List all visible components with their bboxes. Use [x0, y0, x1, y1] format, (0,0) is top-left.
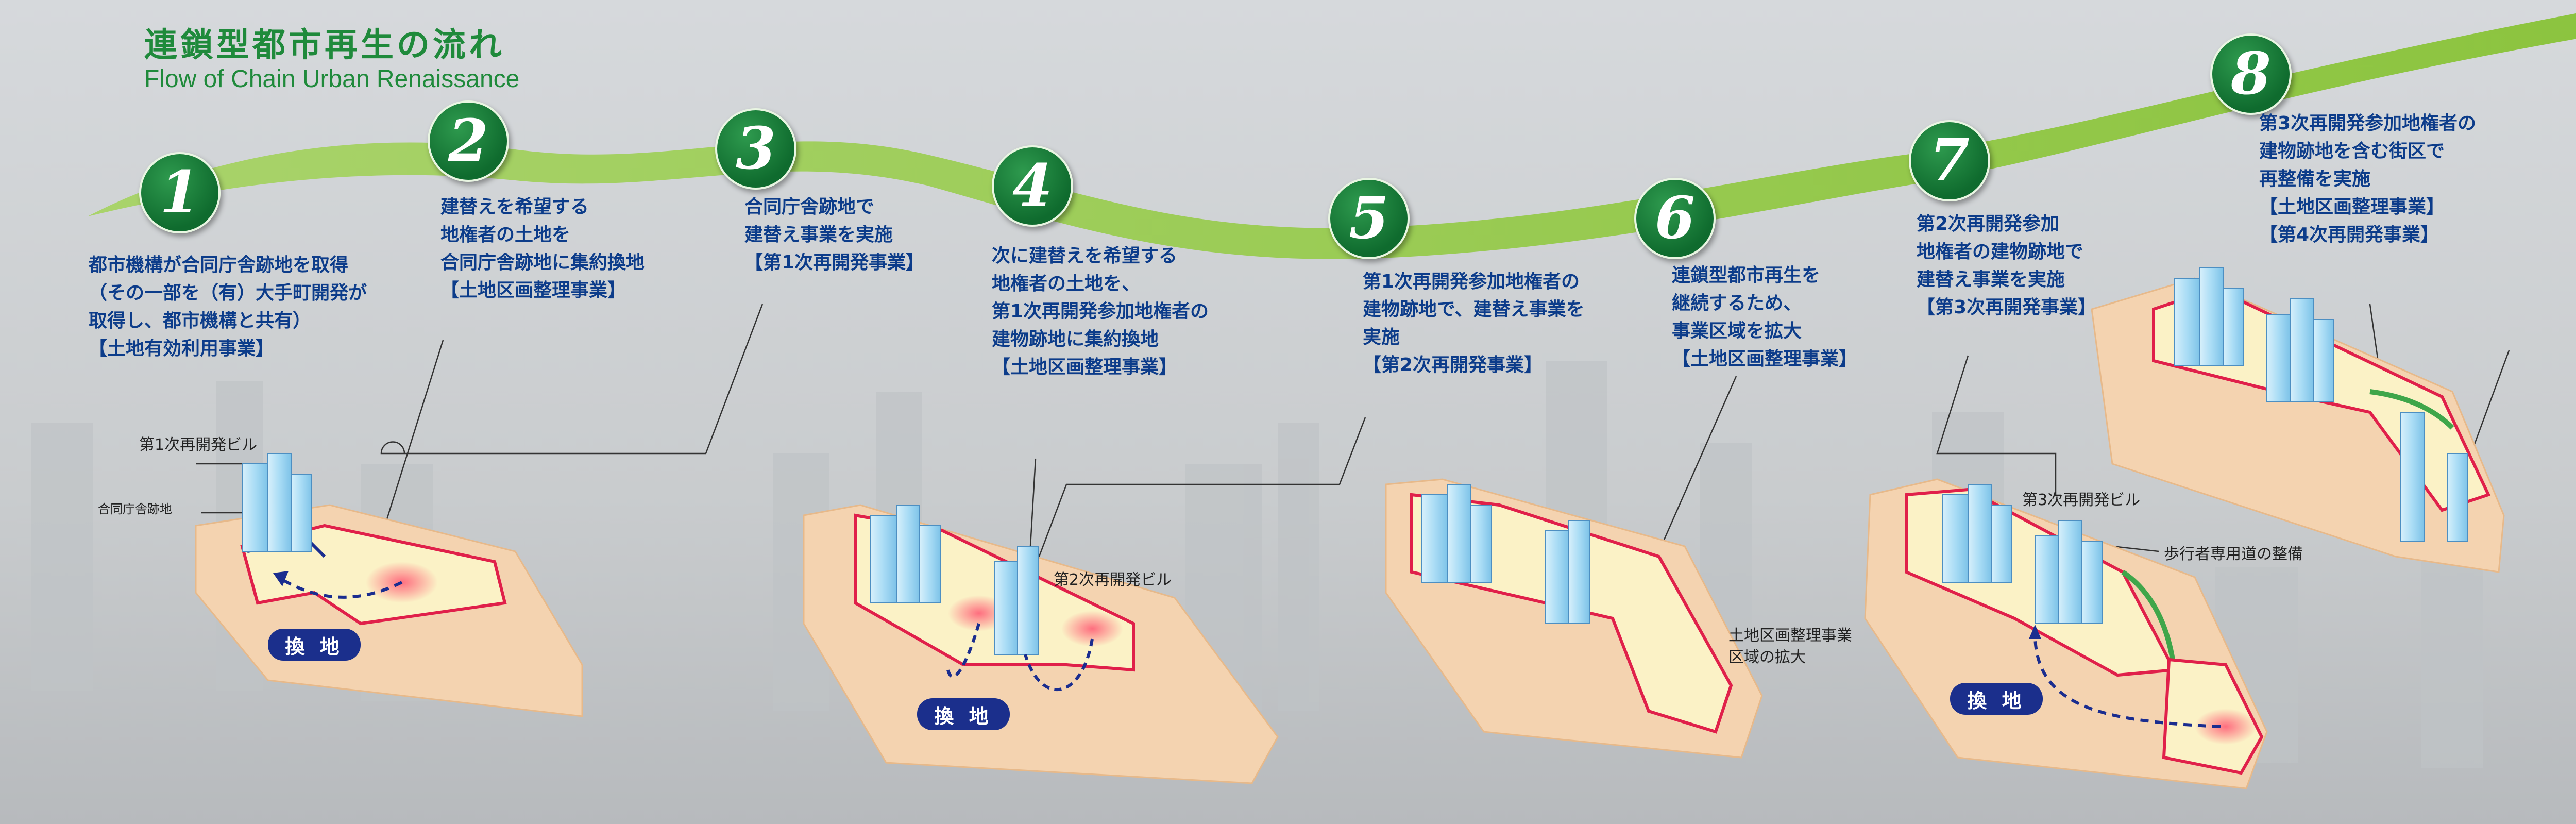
page-title: 連鎖型都市再生の流れ: [144, 26, 505, 64]
step-8-circle: 8: [2210, 33, 2292, 115]
step-3-description: 合同庁舎跡地で 建替え事業を実施 【第1次再開発事業】: [744, 193, 924, 277]
step-2-circle: 2: [428, 100, 509, 182]
step-8-number: 8: [2231, 40, 2271, 108]
step-4-line: 第1次再開発参加地権者の: [992, 301, 1209, 322]
page-subtitle: Flow of Chain Urban Renaissance: [144, 65, 520, 93]
scene-8-tower-3: [2400, 412, 2468, 542]
step-3-line: 建替え事業を実施: [744, 224, 893, 245]
scene-7-tower-1: [1942, 484, 2012, 583]
step-2-number: 2: [448, 107, 488, 175]
scene-5-tower-2: [1545, 520, 1590, 624]
step-7-description: 第2次再開発参加 地権者の建物跡地で 建替え事業を実施 【第3次再開発事業】: [1917, 210, 2096, 322]
step-6-line: 【土地区画整理事業】: [1672, 348, 1858, 369]
land-replotting-badge-3: 換 地: [1950, 683, 2043, 715]
step-4-description: 次に建替えを希望する 地権者の土地を、 第1次再開発参加地権者の 建物跡地に集約…: [992, 242, 1209, 381]
step-1-line: 都市機構が合同庁舎跡地を取得: [89, 255, 349, 276]
step-4-line: 【土地区画整理事業】: [992, 357, 1178, 378]
step-5-number: 5: [1349, 184, 1389, 252]
step-5-line: 第1次再開発参加地権者の: [1363, 271, 1580, 292]
step-4-line: 地権者の土地を、: [992, 273, 1141, 294]
step-8-line: 第3次再開発参加地権者の: [2259, 113, 2477, 134]
step-1-circle: 1: [139, 152, 221, 233]
step-7-line: 【第3次再開発事業】: [1917, 297, 2097, 318]
label-area-expansion-1: 土地区画整理事業: [1728, 627, 1852, 645]
step-7-circle: 7: [1909, 120, 1990, 201]
step-6-description: 連鎖型都市再生を 継続するため、 事業区域を拡大 【土地区画整理事業】: [1672, 262, 1857, 373]
scene-1-tower: [242, 453, 312, 552]
step-3-line: 合同庁舎跡地で: [744, 196, 875, 217]
step-5-line: 【第2次再開発事業】: [1363, 355, 1543, 376]
step-3-line: 【第1次再開発事業】: [744, 252, 925, 273]
land-replotting-badge-2: 換 地: [917, 698, 1010, 730]
step-4-line: 次に建替えを希望する: [992, 245, 1178, 266]
scene-8-tower-1: [2174, 267, 2244, 366]
step-5-line: 実施: [1363, 327, 1400, 348]
step-3-circle: 3: [715, 108, 796, 190]
land-replotting-badge-1: 換 地: [268, 629, 361, 661]
step-6-circle: 6: [1634, 178, 1716, 259]
step-1-line: （その一部を（有）大手町開発が: [89, 282, 367, 304]
step-2-description: 建替えを希望する 地権者の土地を 合同庁舎跡地に集約換地 【土地区画整理事業】: [440, 193, 645, 305]
label-pedestrian-walkway: 歩行者専用道の整備: [2164, 545, 2303, 563]
label-third-redevelopment-building: 第3次再開発ビル: [2022, 491, 2141, 509]
step-1-number: 1: [160, 159, 200, 226]
label-second-redevelopment-building: 第2次再開発ビル: [1054, 571, 1172, 589]
step-1-line: 取得し、都市機構と共有）: [89, 310, 312, 331]
scene-4-tower-1: [870, 505, 941, 603]
step-6-line: 事業区域を拡大: [1672, 321, 1802, 342]
step-4-circle: 4: [992, 145, 1073, 227]
scene-8-tower-2: [2266, 298, 2334, 402]
step-8-description: 第3次再開発参加地権者の 建物跡地を含む街区で 再整備を実施 【土地区画整理事業…: [2259, 110, 2476, 249]
step-3-number: 3: [736, 115, 776, 182]
scene-5: [1385, 478, 1763, 759]
step-7-line: 第2次再開発参加: [1917, 213, 2060, 234]
step-6-number: 6: [1655, 184, 1695, 252]
step-4-line: 建物跡地に集約換地: [992, 329, 1159, 350]
step-2-line: 【土地区画整理事業】: [440, 280, 626, 301]
step-2-line: 地権者の土地を: [440, 224, 571, 245]
scene-7-tower-2: [2035, 520, 2103, 624]
step-7-line: 地権者の建物跡地で: [1917, 241, 2084, 262]
step-2-line: 合同庁舎跡地に集約換地: [440, 252, 645, 273]
label-first-redevelopment-building: 第1次再開発ビル: [139, 436, 258, 454]
scene-4-tower-2: [994, 546, 1039, 655]
step-2-line: 建替えを希望する: [440, 196, 589, 217]
step-1-description: 都市機構が合同庁舎跡地を取得 （その一部を（有）大手町開発が 取得し、都市機構と…: [89, 251, 367, 363]
step-6-line: 継続するため、: [1672, 293, 1802, 314]
scene-1: [195, 453, 583, 717]
step-8-line: 建物跡地を含む街区で: [2259, 141, 2445, 162]
label-government-building-site: 合同庁舎跡地: [98, 502, 172, 516]
step-5-description: 第1次再開発参加地権者の 建物跡地で、建替え事業を 実施 【第2次再開発事業】: [1363, 268, 1585, 379]
flow-wave: [88, 13, 2576, 259]
step-6-line: 連鎖型都市再生を: [1672, 265, 1821, 286]
step-4-number: 4: [1012, 152, 1053, 220]
step-5-line: 建物跡地で、建替え事業を: [1363, 299, 1585, 320]
step-5-circle: 5: [1328, 178, 1410, 259]
step-1-line: 【土地有効利用事業】: [89, 338, 275, 359]
step-8-line: 【土地区画整理事業】: [2259, 196, 2445, 217]
step-8-line: 再整備を実施: [2259, 169, 2371, 190]
step-7-line: 建替え事業を実施: [1917, 269, 2065, 290]
scene-8: [2091, 267, 2505, 573]
scene-5-tower-1: [1421, 484, 1492, 583]
step-8-line: 【第4次再開発事業】: [2259, 224, 2439, 245]
step-7-number: 7: [1929, 127, 1970, 194]
label-area-expansion-2: 区域の拡大: [1728, 648, 1806, 666]
